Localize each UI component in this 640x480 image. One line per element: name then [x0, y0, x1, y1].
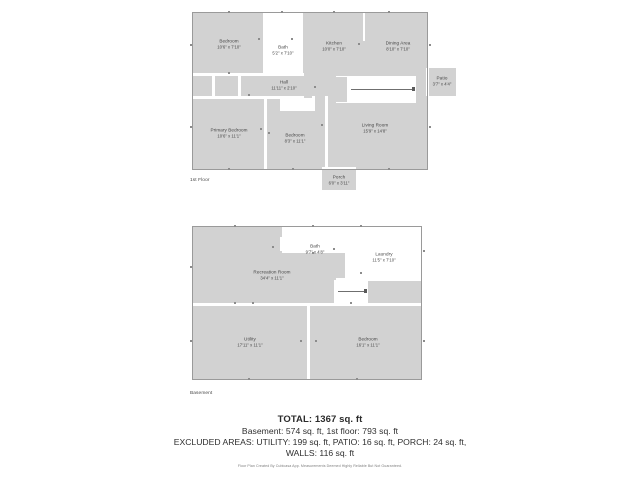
- wall-closet-notch-2: [238, 75, 241, 98]
- wall-node: [312, 225, 314, 227]
- walls-area: WALLS: 116 sq. ft: [285, 448, 355, 458]
- wall-node: [315, 340, 317, 342]
- outline-left: [192, 12, 193, 170]
- wall-node: [423, 340, 425, 342]
- wall-node: [281, 11, 283, 13]
- wall-bath-kitchen: [300, 13, 303, 75]
- wall-node: [358, 43, 360, 45]
- wall-node: [300, 340, 302, 342]
- wall-node: [190, 340, 192, 342]
- room-shape-hall-band: [192, 75, 304, 98]
- disclaimer-text: Floor Plan Created By Cubicasa App. Meas…: [237, 464, 403, 468]
- basement-caption: Basement: [190, 391, 213, 396]
- wall-node: [314, 86, 316, 88]
- wall-node: [292, 168, 294, 170]
- void-bath-step: [283, 58, 302, 75]
- wall-utility-bedroom: [307, 305, 310, 380]
- stairway-left-block: [335, 77, 347, 102]
- wall-recreation-bath: [280, 237, 283, 251]
- basement-stair-node: [364, 289, 367, 293]
- wall-node: [291, 38, 293, 40]
- room-shape-porch: [322, 168, 356, 190]
- wall-bedroom-living: [325, 96, 328, 170]
- wall-node: [228, 72, 230, 74]
- outline-right: [421, 226, 422, 380]
- wall-node: [228, 168, 230, 170]
- wall-bedroom-bath: [263, 13, 266, 75]
- wall-laundry-left: [345, 227, 348, 280]
- total-area: TOTAL: 1367 sq. ft: [277, 414, 363, 425]
- wall-node: [268, 132, 270, 134]
- wall-node: [228, 11, 230, 13]
- outline-right: [427, 12, 428, 170]
- room-shape-kitchen-dining: [302, 13, 428, 75]
- void-laundry: [347, 227, 422, 280]
- wall-primary-bedroom: [264, 96, 267, 170]
- wall-node: [333, 248, 335, 250]
- wall-node: [248, 378, 250, 380]
- outline-top: [192, 226, 422, 227]
- wall-porch-house: [322, 167, 356, 170]
- wall-node: [388, 11, 390, 13]
- wall-node: [190, 266, 192, 268]
- room-shape-patio: [428, 68, 456, 96]
- first-floor-caption: 1st Floor: [190, 178, 210, 183]
- wall-node: [272, 246, 274, 248]
- wall-node: [190, 126, 192, 128]
- wall-node: [252, 302, 254, 304]
- wall-node: [360, 272, 362, 274]
- wall-bath-top: [282, 235, 347, 238]
- wall-node: [234, 302, 236, 304]
- wall-node: [312, 252, 314, 254]
- room-shape-laundry-lower: [368, 280, 422, 305]
- outline-left: [192, 226, 193, 380]
- first-floor-plan: Bedroom 10'6" x 7'10" Bath 5'2" x 7'10" …: [188, 8, 468, 198]
- void-bedroom-closet: [282, 98, 313, 111]
- wall-hall-bottom: [192, 96, 304, 99]
- wall-node: [333, 11, 335, 13]
- wall-node: [248, 94, 250, 96]
- wall-node: [234, 225, 236, 227]
- void-stair-gap: [336, 280, 368, 305]
- wall-node: [260, 128, 262, 130]
- per-floor-areas: Basement: 574 sq. ft, 1st floor: 793 sq.…: [241, 426, 399, 436]
- void-bath-basement: [282, 227, 347, 251]
- area-summary: TOTAL: 1367 sq. ft Basement: 574 sq. ft,…: [0, 414, 640, 468]
- basement-plan: Bath 9'7" x 4'8" Laundry 11'5" x 7'10" R…: [188, 218, 438, 398]
- wall-node: [356, 378, 358, 380]
- wall-laundry-bottom: [336, 278, 422, 281]
- excluded-areas: EXCLUDED AREAS: UTILITY: 199 sq. ft, PAT…: [173, 437, 467, 447]
- wall-node: [429, 44, 431, 46]
- outline-bottom: [192, 169, 428, 170]
- room-shape-bedroom-front: [192, 13, 265, 75]
- wall-closet-right: [312, 96, 315, 111]
- outline-bottom: [192, 379, 422, 380]
- basement-stair-line: [338, 291, 366, 292]
- outline-top: [192, 12, 428, 13]
- wall-kitchen-dining: [363, 13, 365, 41]
- wall-node: [388, 168, 390, 170]
- wall-bedroom-closet-edge: [280, 96, 283, 111]
- wall-closet-notch: [212, 75, 215, 98]
- stairway-endpoint-node: [412, 87, 415, 91]
- wall-node: [321, 124, 323, 126]
- wall-node: [258, 38, 260, 40]
- wall-top-band-bottom: [192, 73, 304, 76]
- wall-node: [190, 44, 192, 46]
- wall-node: [423, 250, 425, 252]
- wall-recreation-right: [334, 280, 337, 305]
- wall-node: [350, 302, 352, 304]
- stairway-direction-line: [351, 89, 413, 90]
- wall-node: [429, 126, 431, 128]
- wall-bath-bottom: [282, 250, 347, 253]
- wall-node: [360, 225, 362, 227]
- wall-recreation-bottom: [192, 303, 422, 306]
